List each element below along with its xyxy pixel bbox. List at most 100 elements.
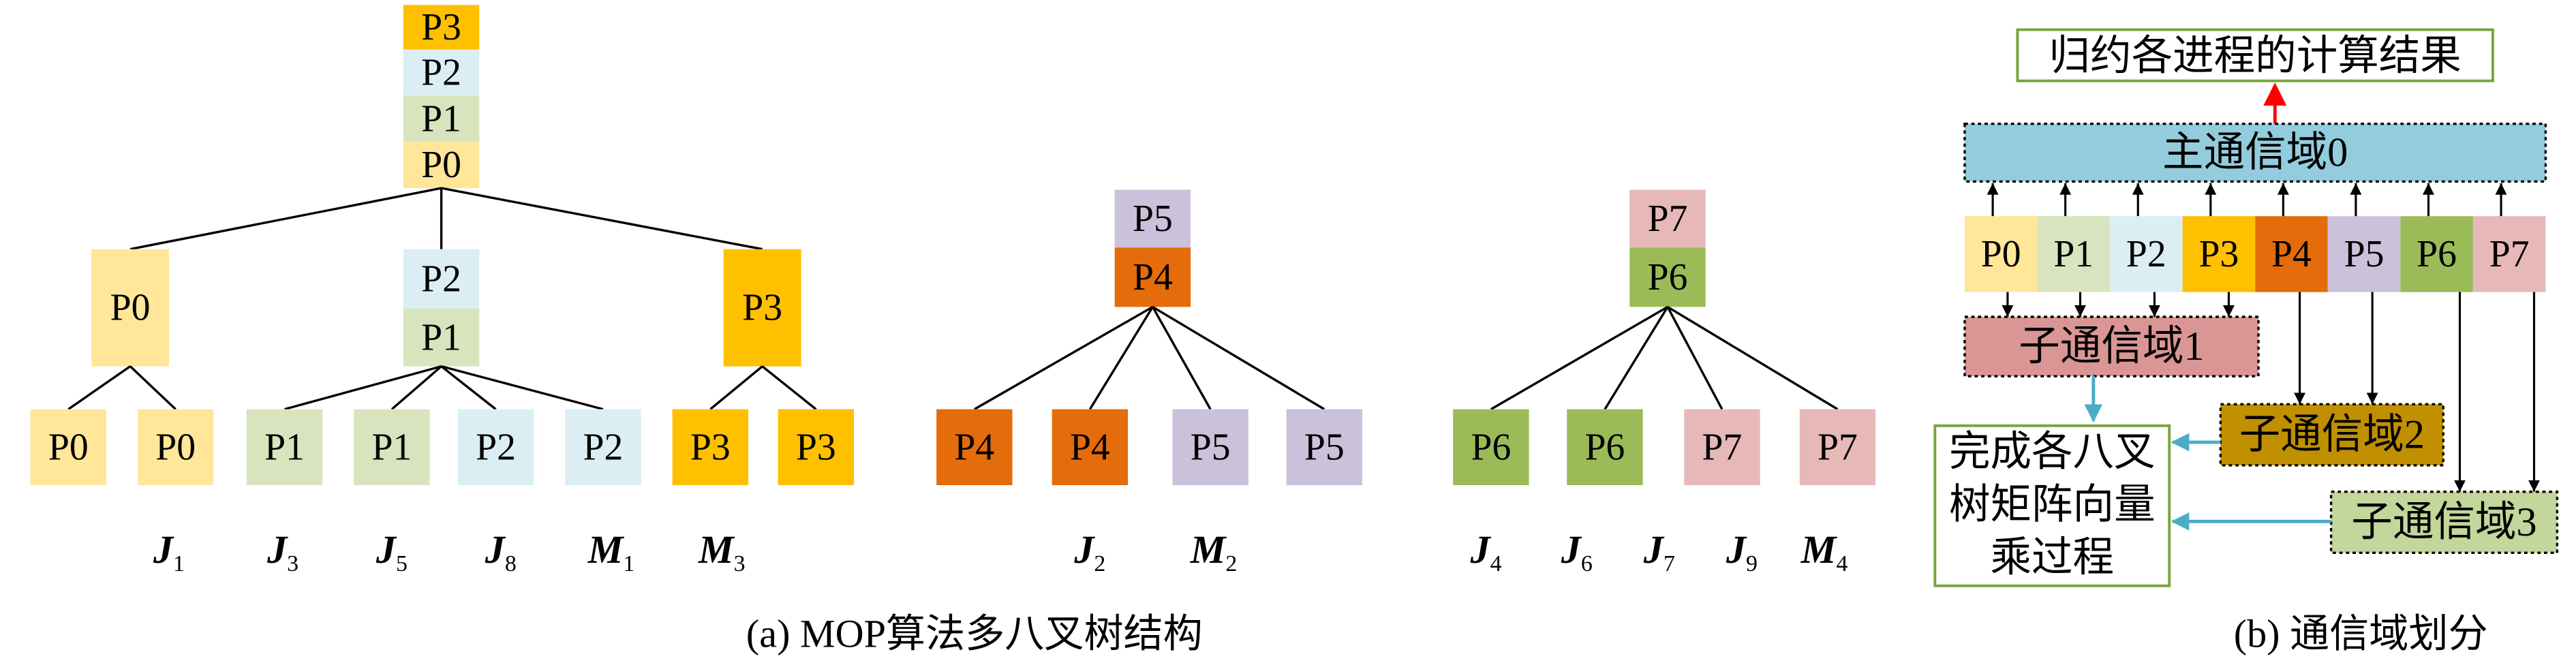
matrix-label: M1 — [587, 527, 635, 576]
matrix-letter: J — [266, 527, 288, 572]
sub-comm-domain-3-box — [2329, 491, 2559, 555]
node-label: P7 — [1648, 198, 1688, 240]
edge — [974, 305, 1154, 411]
node-label: P3 — [421, 6, 461, 48]
matrix-label: M2 — [1190, 527, 1238, 576]
node-p3 — [403, 5, 480, 50]
node-label: P5 — [1133, 198, 1173, 240]
matrix-label: J9 — [1726, 527, 1758, 576]
matrix-subscript: 2 — [1225, 551, 1237, 576]
matrix-letter: J — [1561, 527, 1582, 572]
node-p7 — [1629, 189, 1706, 248]
matrix-label: J2 — [1073, 527, 1105, 576]
panel-a: P3 P2 P1 P0 P0 P2 P1 P3 — [30, 5, 1876, 655]
matrix-subscript: 4 — [1836, 551, 1847, 576]
process-p3 — [2182, 216, 2256, 292]
matrix-subscript: 4 — [1490, 551, 1502, 576]
matrix-letter: M — [587, 527, 625, 572]
matrix-subscript: 7 — [1663, 551, 1675, 576]
tree-1-root-stack: P3 P2 P1 P0 — [403, 5, 480, 189]
leaf-label: P6 — [1585, 426, 1625, 468]
panel-a-caption: (a) MOP算法多八叉树结构 — [746, 611, 1203, 655]
matrix-letter: J — [1470, 527, 1492, 572]
matrix-label: J7 — [1643, 527, 1675, 576]
leaf-label: P7 — [1702, 426, 1743, 468]
matrix-label: J1 — [153, 527, 185, 576]
node-label: P1 — [421, 97, 461, 140]
edge — [441, 365, 604, 411]
reduce-results-box — [2016, 28, 2494, 82]
tree-1: P3 P2 P1 P0 P0 P2 P1 P3 — [30, 5, 855, 576]
leaf-p7 — [1799, 409, 1876, 486]
matrix-subscript: 6 — [1581, 551, 1593, 576]
matrix-letter: M — [698, 527, 735, 572]
edge — [129, 187, 442, 251]
process-label: P5 — [2344, 233, 2385, 275]
process-p1 — [2037, 216, 2111, 292]
node-p2 — [403, 249, 480, 309]
leaf-p4 — [1052, 409, 1129, 486]
leaf-label: P0 — [48, 426, 89, 468]
leaf-p6 — [1453, 409, 1529, 486]
node-label: P1 — [421, 316, 461, 358]
matrix-subscript: 3 — [287, 551, 298, 576]
matrix-letter: J — [1726, 527, 1747, 572]
leaf-label: P5 — [1304, 426, 1345, 468]
process-label: P3 — [2199, 233, 2239, 275]
process-to-main-arrows — [1987, 183, 2507, 217]
matrix-letter: M — [1800, 527, 1838, 572]
panel-b: 归约各进程的计算结果 主通信域0 P0 P1 P2 P3 — [1933, 28, 2559, 655]
edge — [1088, 306, 1154, 410]
tree-1-leaf-edges — [67, 365, 817, 411]
leaf-p6 — [1567, 409, 1643, 486]
matrix-label: M4 — [1800, 527, 1848, 576]
leaf-p4 — [936, 409, 1013, 486]
edge — [1151, 306, 1212, 410]
edge — [1152, 306, 1325, 411]
edge — [1667, 306, 1839, 411]
edge — [441, 187, 763, 251]
main-comm-domain-label: 主通信域0 — [2162, 130, 2348, 176]
node-p3 — [723, 249, 801, 367]
node-p2 — [403, 49, 480, 96]
process-p2 — [2110, 216, 2183, 292]
leaf-label: P3 — [690, 426, 731, 468]
sub-comm-domain-1-box — [1963, 315, 2260, 377]
edge — [1490, 305, 1668, 411]
leaf-p2 — [565, 409, 641, 486]
matrix-letter: J — [485, 527, 506, 572]
matrix-letter: J — [1643, 527, 1665, 572]
node-p0 — [91, 249, 169, 367]
process-p7 — [2472, 216, 2546, 292]
leaf-label: P7 — [1818, 426, 1858, 468]
edge — [709, 365, 763, 410]
node-p1 — [403, 308, 480, 367]
leaf-p1 — [354, 409, 430, 486]
leaf-label: P1 — [264, 426, 305, 468]
matrix-subscript: 2 — [1094, 551, 1105, 576]
sub-comm-domain-2-box — [2219, 403, 2444, 467]
node-label: P3 — [742, 287, 782, 329]
process-label: P2 — [2126, 233, 2166, 275]
panel-b-caption: (b) 通信域划分 — [2234, 611, 2488, 655]
matrix-subscript: 5 — [396, 551, 408, 576]
octree-matvec-line-1: 完成各八叉 — [1949, 429, 2156, 475]
node-p1 — [403, 95, 480, 142]
edge — [129, 365, 177, 410]
octree-matvec-box — [1933, 424, 2171, 587]
process-p5 — [2327, 216, 2401, 292]
edge — [67, 365, 132, 411]
edge — [1666, 306, 1723, 410]
leaf-p7 — [1684, 409, 1760, 486]
edge — [761, 365, 817, 410]
node-label: P2 — [421, 52, 461, 94]
matrix-subscript: 1 — [623, 551, 634, 576]
node-label: P0 — [110, 287, 151, 329]
sub-comm-domain-1-label: 子通信域1 — [2019, 324, 2204, 369]
node-p4 — [1114, 247, 1191, 307]
edge — [1604, 306, 1669, 410]
leaf-p5 — [1286, 409, 1362, 486]
node-p5 — [1114, 189, 1191, 248]
leaf-p2 — [457, 409, 534, 486]
